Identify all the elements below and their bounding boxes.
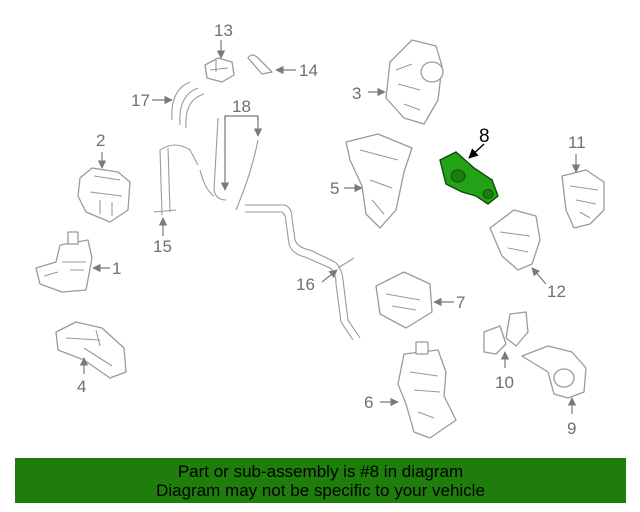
callout-6[interactable]: 6 xyxy=(364,393,373,412)
callout-3[interactable]: 3 xyxy=(352,84,361,103)
part-14-clip xyxy=(247,54,273,75)
callout-9[interactable]: 9 xyxy=(567,419,576,438)
callout-18[interactable]: 18 xyxy=(232,97,251,116)
callout-8[interactable]: 8 xyxy=(479,126,490,147)
callout-7[interactable]: 7 xyxy=(456,293,465,312)
callout-11[interactable]: 11 xyxy=(568,133,586,152)
callout-13[interactable]: 13 xyxy=(214,21,233,40)
part-15-pipe-bracket xyxy=(153,144,199,216)
part-11-bracket xyxy=(561,169,605,229)
part-4-bracket xyxy=(55,321,127,379)
part-10-bracket xyxy=(483,311,529,355)
part-18-hoses xyxy=(199,117,259,211)
callout-15[interactable]: 15 xyxy=(153,237,172,256)
callout-5[interactable]: 5 xyxy=(330,179,339,198)
part-12-bracket xyxy=(489,209,541,271)
part-8-torque-rod[interactable] xyxy=(439,151,499,205)
callout-10[interactable]: 10 xyxy=(495,373,514,392)
part-13-bracket xyxy=(204,57,235,83)
banner-line-1: Part or sub-assembly is #8 in diagram xyxy=(177,461,464,481)
callout-17[interactable]: 17 xyxy=(131,91,150,110)
parts-diagram: 13 14 17 18 15 16 2 xyxy=(35,21,605,439)
callout-14[interactable]: 14 xyxy=(299,61,318,80)
part-6-mount xyxy=(397,341,457,439)
part-2-mount xyxy=(77,167,131,223)
callout-2[interactable]: 2 xyxy=(96,131,105,150)
fitment-notice-banner: Part or sub-assembly is #8 in diagram Di… xyxy=(15,458,626,503)
callout-4[interactable]: 4 xyxy=(77,377,86,396)
part-7-pad xyxy=(375,271,433,329)
callout-12[interactable]: 12 xyxy=(547,282,566,301)
part-3-mount xyxy=(385,39,444,125)
callout-1[interactable]: 1 xyxy=(112,259,121,278)
part-5-bracket xyxy=(345,133,413,229)
part-1-mount xyxy=(35,231,93,293)
part-16-pipe xyxy=(245,204,361,341)
part-9-mount xyxy=(521,345,587,399)
banner-line-2: Diagram may not be specific to your vehi… xyxy=(156,480,485,500)
callout-16[interactable]: 16 xyxy=(296,275,315,294)
part-17-hose xyxy=(171,81,205,129)
